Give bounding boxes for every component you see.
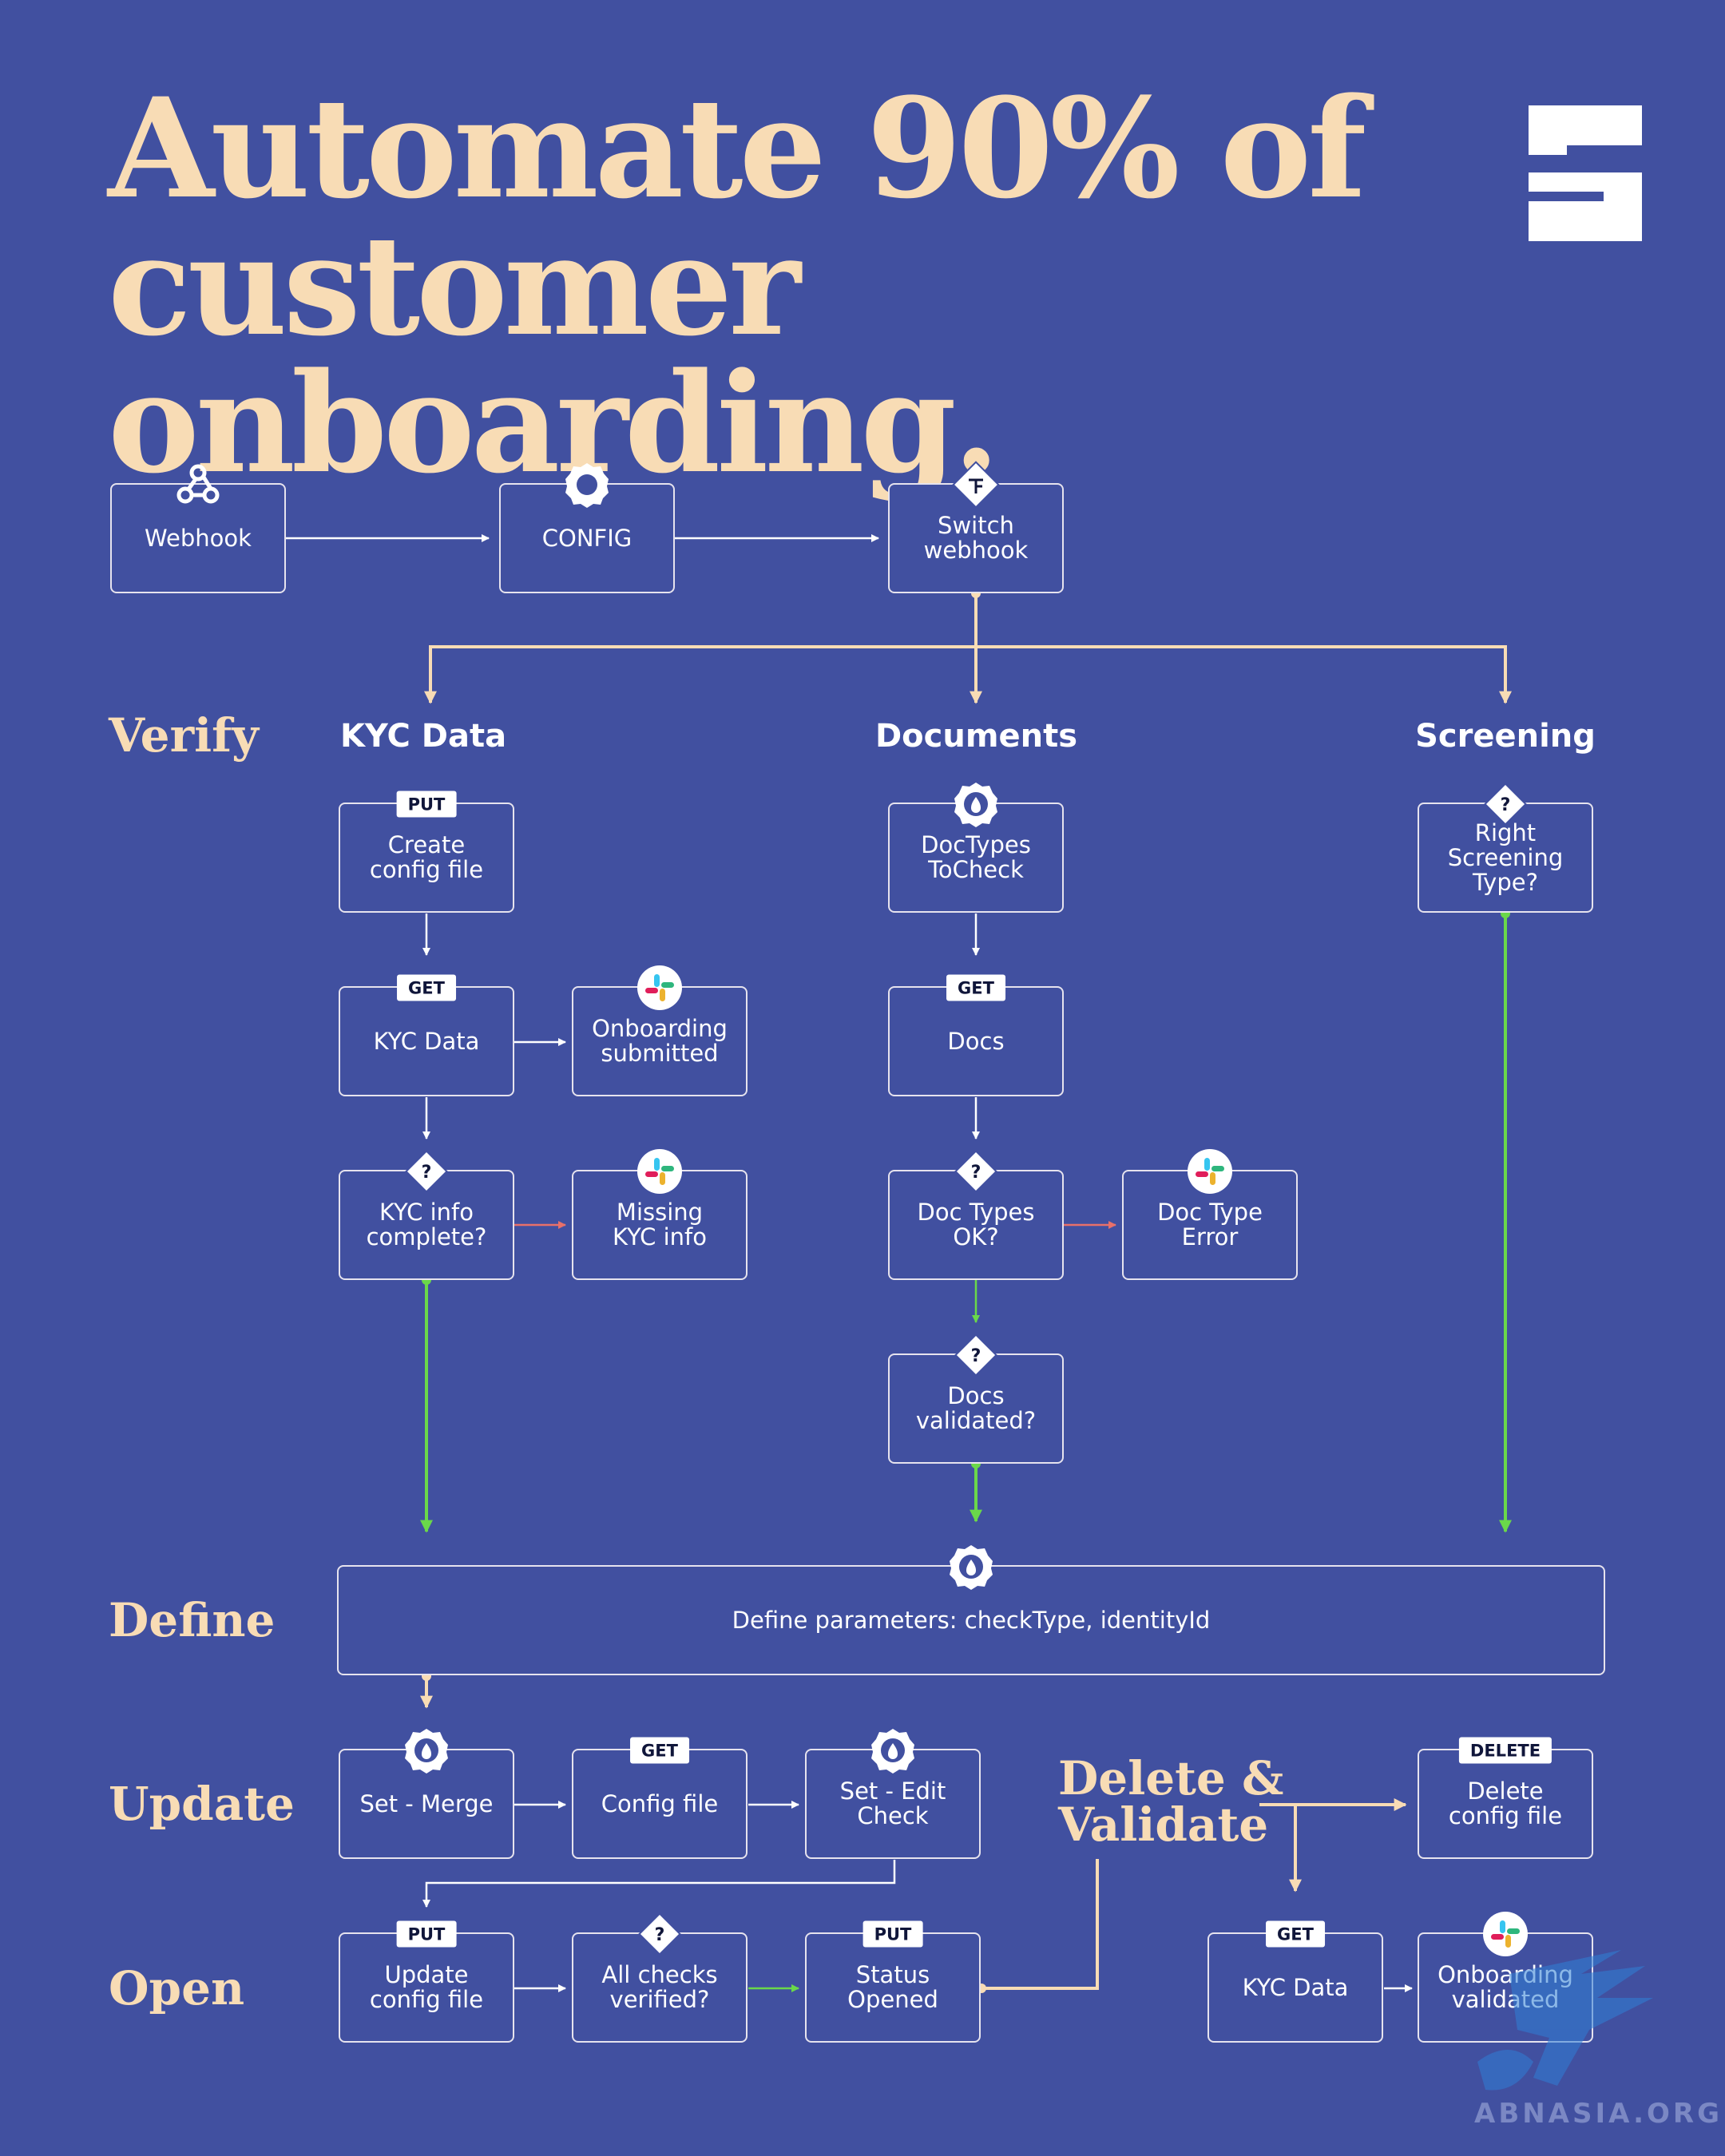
switch-icon bbox=[952, 461, 1000, 509]
kyc-data-final-get-node[interactable]: GET KYC Data bbox=[1208, 1920, 1383, 2043]
slack-icon bbox=[637, 965, 682, 1010]
define-parameters-node[interactable]: Define parameters: checkType, identityId bbox=[337, 1545, 1605, 1675]
delete-config-file-node[interactable]: DELETE Delete config file bbox=[1418, 1737, 1593, 1859]
node-label: Status Opened bbox=[847, 1961, 938, 2013]
set-merge-node[interactable]: Set - Merge bbox=[339, 1729, 514, 1859]
switch-webhook-node[interactable]: Switch webhook bbox=[888, 461, 1064, 593]
kyc-data-get-node[interactable]: GET KYC Data bbox=[339, 974, 514, 1096]
question-diamond-icon: ? bbox=[405, 1150, 448, 1193]
node-label: KYC Data bbox=[373, 1027, 480, 1055]
node-label: CONFIG bbox=[541, 524, 632, 552]
slack-icon bbox=[1483, 1912, 1528, 1956]
node-label: All checks verified? bbox=[601, 1961, 718, 2013]
svg-text:?: ? bbox=[422, 1163, 432, 1183]
config-node[interactable]: CONFIG bbox=[499, 463, 675, 593]
docs-validated-decision-node[interactable]: ? Docs validated? bbox=[888, 1334, 1064, 1464]
get-badge: GET bbox=[946, 974, 1005, 1001]
node-label: Delete config file bbox=[1448, 1778, 1563, 1829]
node-label: Switch webhook bbox=[923, 512, 1029, 564]
node-label: Docs validated? bbox=[915, 1382, 1037, 1434]
update-config-file-node[interactable]: PUT Update config file bbox=[339, 1920, 514, 2043]
stage-label-open: Open bbox=[109, 1961, 245, 2015]
gear-icon bbox=[565, 463, 609, 508]
set-gear-icon bbox=[871, 1729, 914, 1774]
stage-label-define: Define bbox=[109, 1593, 276, 1647]
stage-label-verify: Verify bbox=[109, 708, 259, 763]
node-label: KYC info complete? bbox=[366, 1199, 487, 1250]
watermark-griffin-icon bbox=[1477, 1950, 1653, 2091]
brand-logo bbox=[1529, 105, 1642, 241]
missing-kyc-info-node[interactable]: Missing KYC info bbox=[572, 1149, 748, 1280]
docs-get-node[interactable]: GET Docs bbox=[888, 974, 1064, 1096]
node-label: Set - Merge bbox=[359, 1789, 494, 1817]
question-diamond-icon: ? bbox=[954, 1150, 997, 1193]
node-label: Missing KYC info bbox=[613, 1199, 707, 1250]
column-heading-kyc: KYC Data bbox=[339, 718, 507, 755]
column-heading-screening: Screening bbox=[1415, 718, 1596, 755]
config-file-get-node[interactable]: GET Config file bbox=[572, 1737, 748, 1859]
get-badge: GET bbox=[397, 974, 456, 1001]
node-label: Config file bbox=[601, 1789, 719, 1817]
svg-text:?: ? bbox=[655, 1925, 665, 1945]
column-heading-documents: Documents bbox=[874, 718, 1078, 755]
webhook-node[interactable]: Webhook bbox=[110, 464, 286, 593]
node-label: DocTypes ToCheck bbox=[921, 831, 1031, 883]
status-opened-node[interactable]: PUT Status Opened bbox=[805, 1920, 981, 2043]
doc-type-error-node[interactable]: Doc Type Error bbox=[1122, 1149, 1298, 1280]
get-badge: GET bbox=[1266, 1920, 1325, 1948]
put-badge: PUT bbox=[862, 1920, 923, 1948]
slack-icon bbox=[1188, 1149, 1232, 1194]
svg-text:?: ? bbox=[971, 1163, 981, 1183]
title-line-1: Automate 90% of bbox=[108, 67, 1366, 229]
node-label: Onboarding submitted bbox=[592, 1015, 728, 1067]
put-badge: PUT bbox=[396, 1920, 457, 1948]
get-badge: GET bbox=[630, 1737, 689, 1764]
node-label: Right Screening Type? bbox=[1447, 818, 1564, 896]
question-diamond-icon: ? bbox=[1484, 783, 1527, 826]
kyc-complete-decision-node[interactable]: ? KYC info complete? bbox=[339, 1150, 514, 1280]
node-label: KYC Data bbox=[1242, 1973, 1349, 2001]
node-label: Webhook bbox=[145, 524, 252, 552]
webhook-icon bbox=[176, 464, 220, 504]
onboarding-submitted-node[interactable]: Onboarding submitted bbox=[572, 965, 748, 1096]
node-label: Create config file bbox=[369, 831, 484, 883]
set-gear-icon bbox=[954, 783, 997, 827]
page-title: Automate 90% of customer onboarding. bbox=[108, 80, 1725, 492]
question-diamond-icon: ? bbox=[638, 1912, 681, 1956]
stage-label-update: Update bbox=[109, 1777, 295, 1831]
node-label: Doc Type Error bbox=[1157, 1199, 1263, 1250]
set-gear-icon bbox=[405, 1729, 448, 1774]
svg-text:?: ? bbox=[1501, 795, 1511, 815]
delete-badge: DELETE bbox=[1458, 1737, 1552, 1764]
set-edit-check-node[interactable]: Set - Edit Check bbox=[805, 1729, 981, 1859]
node-label: Define parameters: checkType, identityId bbox=[732, 1606, 1211, 1634]
put-badge: PUT bbox=[396, 791, 457, 818]
stage-label-delete-validate: Delete & Validate bbox=[1058, 1751, 1284, 1852]
node-label: Docs bbox=[947, 1027, 1005, 1055]
node-label: Update config file bbox=[369, 1961, 484, 2013]
doc-types-ok-decision-node[interactable]: ? Doc Types OK? bbox=[888, 1150, 1064, 1280]
node-label: Doc Types OK? bbox=[917, 1199, 1035, 1250]
slack-icon bbox=[637, 1149, 682, 1194]
watermark-text: ABNASIA.ORG bbox=[1474, 2098, 1723, 2130]
question-diamond-icon: ? bbox=[954, 1334, 997, 1377]
svg-text:?: ? bbox=[971, 1346, 981, 1366]
right-screening-type-decision-node[interactable]: ? Right Screening Type? bbox=[1418, 783, 1593, 913]
doctypes-tocheck-node[interactable]: DocTypes ToCheck bbox=[888, 783, 1064, 913]
set-gear-icon bbox=[950, 1545, 993, 1590]
all-checks-verified-decision-node[interactable]: ? All checks verified? bbox=[572, 1912, 748, 2043]
node-label: Set - Edit Check bbox=[839, 1778, 946, 1829]
create-config-file-node[interactable]: PUT Create config file bbox=[339, 791, 514, 913]
title-line-2: customer onboarding. bbox=[108, 204, 1001, 504]
